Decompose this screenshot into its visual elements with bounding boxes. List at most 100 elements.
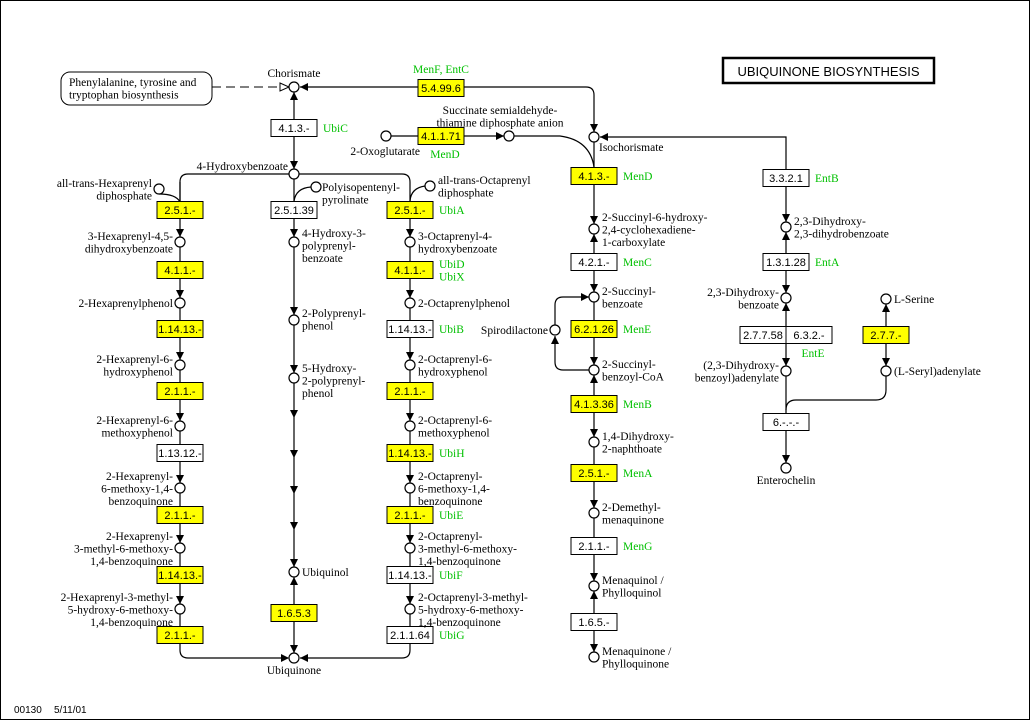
compound-label[interactable]: 2,3-Dihydroxy-benzoate (707, 287, 779, 312)
enzyme-box[interactable]: 1.3.1.28 (762, 253, 810, 271)
enzyme-box[interactable]: 4.1.3.- (570, 167, 618, 185)
ec-number[interactable]: 2.5.1.- (394, 205, 426, 217)
compound-label[interactable]: 2-Octaprenyl-6-hydroxyphenol (418, 354, 492, 379)
gene-label[interactable]: EntB (815, 173, 839, 185)
ec-number[interactable]: 4.1.3.36 (574, 399, 614, 411)
compound-label[interactable]: Polyisopentenyl-pyrolinate (322, 182, 400, 207)
enzyme-box[interactable]: 1.14.13.- (386, 566, 434, 584)
enzyme-box[interactable]: 6.2.1.26 (570, 320, 618, 338)
compound-label[interactable]: 2-Hexaprenyl-6-methoxyphenol (96, 415, 173, 440)
compound[interactable]: 2-Succinyl-6-hydroxy-2,4-cyclohexadiene-… (588, 212, 708, 249)
gene-label[interactable]: MenF, EntC (413, 64, 469, 76)
gene-label[interactable]: UbiC (323, 123, 348, 135)
ec-number[interactable]: 6.2.1.26 (574, 324, 614, 336)
ec-number[interactable]: 2.1.1.- (394, 510, 426, 522)
compound-label[interactable]: 4-Hydroxybenzoate (197, 161, 288, 173)
compound[interactable]: 2-Hexaprenylphenol (78, 297, 186, 310)
compound-node[interactable] (404, 542, 416, 554)
enzyme-box[interactable]: 2.7.7.58 (739, 326, 787, 344)
compound-node[interactable] (174, 482, 186, 494)
ec-number[interactable]: 4.2.1.- (578, 257, 610, 269)
enzyme-box[interactable]: 1.6.5.3 (270, 604, 318, 622)
compound-node[interactable] (780, 292, 792, 304)
linked-map-label[interactable]: tryptophan biosynthesis (69, 90, 179, 102)
compound-node[interactable] (404, 359, 416, 371)
compound-label[interactable]: Spirodilactone (481, 325, 548, 337)
ec-number[interactable]: 1.6.5.3 (277, 608, 311, 620)
ec-number[interactable]: 2.1.1.- (578, 541, 610, 553)
gene-label[interactable]: EntA (815, 257, 840, 269)
compound-label[interactable]: 2,3-Dihydroxy-2,3-dihydrobenzoate (794, 216, 889, 241)
compound-node[interactable] (880, 293, 892, 305)
compound-node[interactable] (588, 507, 600, 519)
compound-label[interactable]: Enterochelin (757, 475, 816, 487)
compound-label[interactable]: 5-Hydroxy-2-polyprenyl-phenol (302, 363, 365, 400)
compound-label[interactable]: Ubiquinone (267, 665, 321, 677)
compound[interactable]: 2-Polyprenyl-phenol (288, 308, 366, 333)
ec-number[interactable]: 2.1.1.- (394, 386, 426, 398)
gene-label[interactable]: MenE (623, 324, 651, 336)
ec-number[interactable]: 2.7.7.58 (743, 330, 783, 342)
gene-label[interactable]: MenG (623, 541, 652, 553)
compound-node[interactable] (424, 180, 436, 192)
enzyme-box[interactable]: 2.5.1.- (156, 201, 204, 219)
compound[interactable]: Menaquinone /Phylloquinone (588, 646, 672, 671)
compound-node[interactable] (588, 651, 600, 663)
compound-label[interactable]: 2-Hexaprenyl-3-methyl-6-methoxy-1,4-benz… (74, 531, 173, 568)
gene-label[interactable]: UbiX (439, 272, 465, 284)
ec-number[interactable]: 4.1.1.- (164, 265, 196, 277)
ec-number[interactable]: 5.4.99.6 (421, 83, 461, 95)
compound[interactable]: 2-Oxoglutarate (350, 130, 420, 158)
compound[interactable]: Spirodilactone (481, 324, 561, 337)
ec-number[interactable]: 1.13.12.- (158, 448, 202, 460)
ec-number[interactable]: 1.14.13.- (388, 570, 432, 582)
compound-label[interactable]: 1,4-Dihydroxy-2-naphthoate (602, 431, 674, 456)
enzyme-box[interactable]: 2.7.7.- (862, 326, 910, 344)
ec-number[interactable]: 6.3.2.- (793, 330, 825, 342)
enzyme-box[interactable]: 1.14.13.- (156, 320, 204, 338)
compound[interactable]: 2-Succinyl-benzoyl-CoA (588, 359, 665, 384)
compound-label[interactable]: 2-Octaprenyl-6-methoxy-1,4-benzoquinone (418, 471, 490, 508)
enzyme-box[interactable]: 5.4.99.6 (417, 79, 465, 97)
compound-label[interactable]: Chorismate (267, 68, 320, 80)
enzyme-box[interactable]: 1.14.13.- (386, 444, 434, 462)
ec-number[interactable]: 3.3.2.1 (769, 173, 803, 185)
compound-node[interactable] (780, 462, 792, 474)
compound[interactable]: 2-Octaprenyl-6-methoxyphenol (404, 415, 492, 440)
compound-label[interactable]: 2-Hexaprenyl-3-methyl-5-hydroxy-6-methox… (61, 592, 174, 629)
compound-node[interactable] (588, 291, 600, 303)
ec-number[interactable]: 1.14.13.- (158, 324, 202, 336)
ec-number[interactable]: 1.3.1.28 (766, 257, 806, 269)
ec-number[interactable]: 2.5.1.- (578, 468, 610, 480)
compound-node[interactable] (174, 603, 186, 615)
ec-number[interactable]: 2.5.1.39 (274, 205, 314, 217)
compound-node[interactable] (503, 130, 515, 142)
compound[interactable]: Isochorismate (588, 131, 664, 154)
compound[interactable]: (L-Seryl)adenylate (880, 365, 981, 378)
enzyme-box[interactable]: 6.-.-.- (762, 413, 810, 431)
enzyme-box[interactable]: 2.1.1.64 (386, 626, 434, 644)
compound[interactable]: 4-Hydroxybenzoate (197, 161, 300, 180)
compound-label[interactable]: L-Serine (894, 294, 934, 306)
enzyme-box[interactable]: 2.1.1.- (156, 626, 204, 644)
compound-node[interactable] (288, 236, 300, 248)
compound[interactable]: L-Serine (880, 293, 934, 306)
gene-label[interactable]: UbiA (439, 205, 465, 217)
compound-node[interactable] (404, 420, 416, 432)
compound[interactable]: Enterochelin (757, 462, 816, 487)
compound[interactable]: 1,4-Dihydroxy-2-naphthoate (588, 431, 674, 456)
ec-number[interactable]: 4.1.1.71 (421, 131, 461, 143)
compound[interactable]: 2-Succinyl-benzoate (588, 286, 656, 311)
compound-node[interactable] (288, 372, 300, 384)
compound-label[interactable]: 4-Hydroxy-3-polyprenyl-benzoate (302, 228, 366, 265)
compound[interactable]: 2-Octaprenyl-3-methyl-5-hydroxy-6-methox… (404, 592, 528, 629)
compound-label[interactable]: 2-Polyprenyl-phenol (302, 308, 366, 333)
gene-label[interactable]: UbiD (439, 259, 465, 271)
enzyme-box[interactable]: 1.13.12.- (156, 444, 204, 462)
compound-node[interactable] (288, 168, 300, 180)
enzyme-box[interactable]: 4.1.1.- (386, 261, 434, 279)
enzyme-box[interactable]: 6.3.2.- (785, 326, 833, 344)
ec-number[interactable]: 6.-.-.- (773, 417, 800, 429)
